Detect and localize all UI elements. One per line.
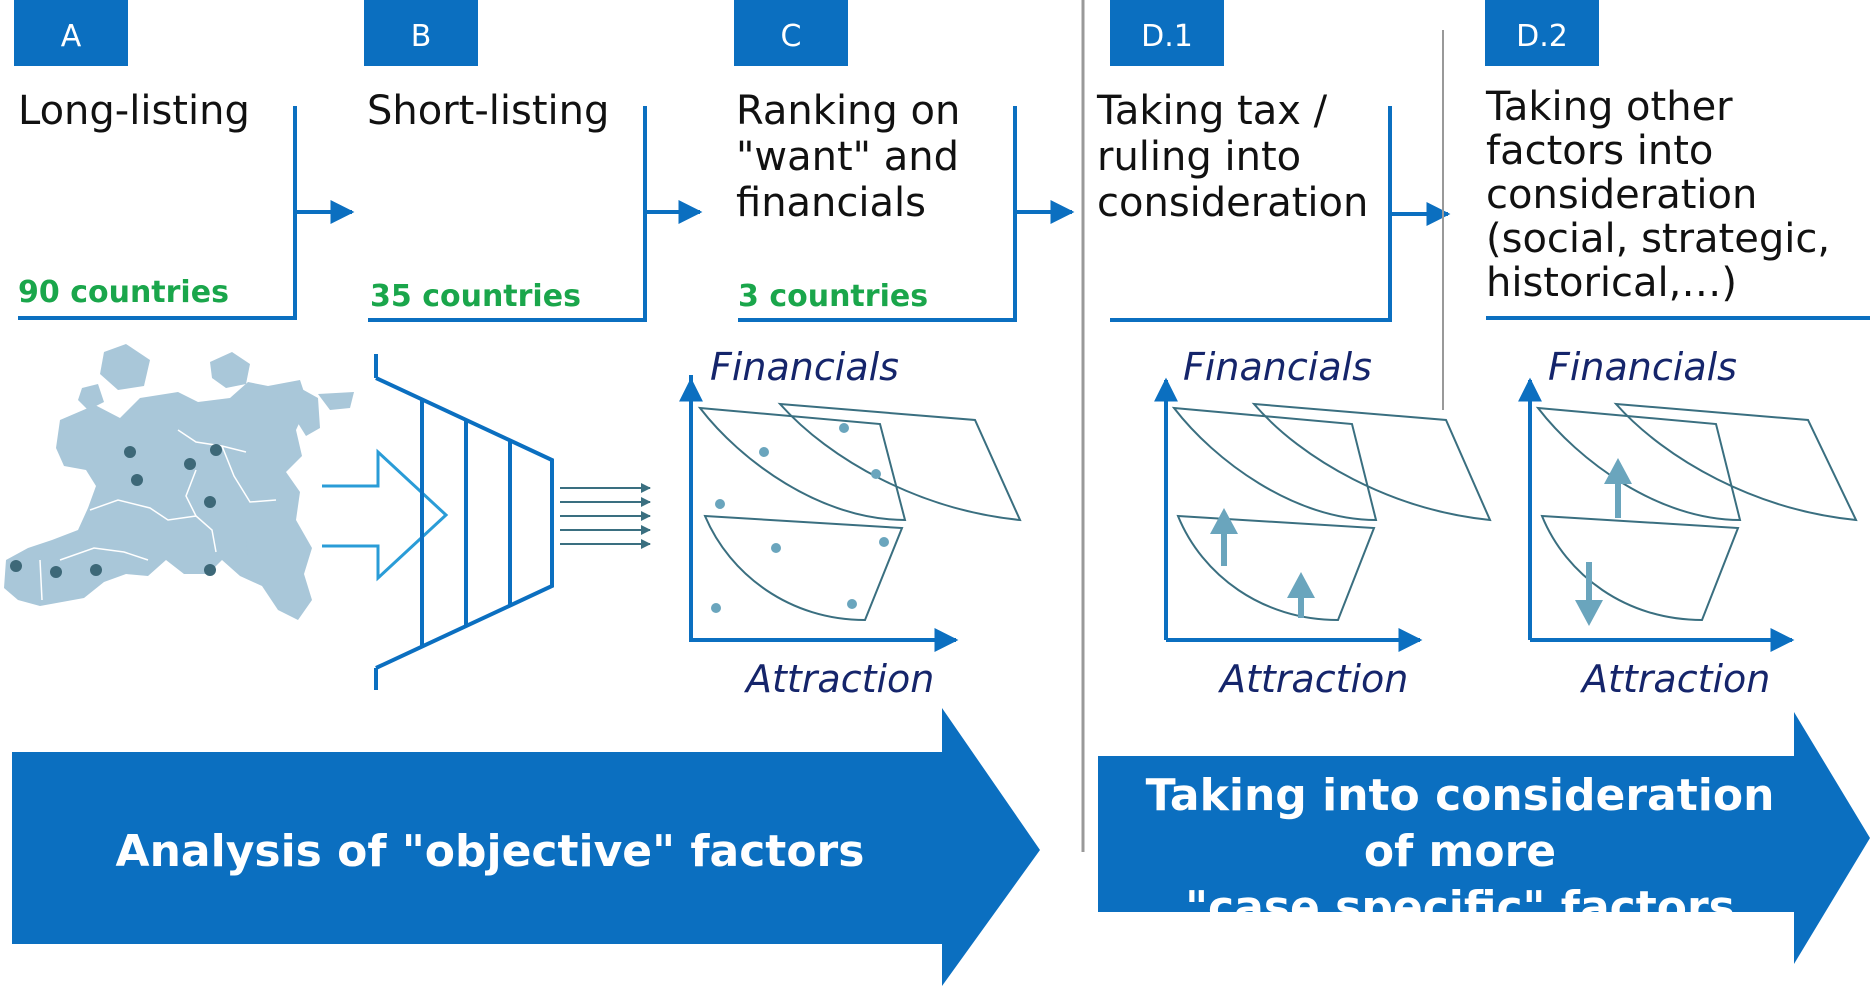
map-dot bbox=[90, 564, 102, 576]
arrow-up-icon bbox=[1604, 458, 1632, 518]
arrow-up-icon bbox=[1210, 508, 1238, 566]
banner-right-text: of more bbox=[1364, 826, 1556, 877]
arrow-up-icon bbox=[1287, 572, 1315, 618]
banner-right-text: Taking into consideration bbox=[1146, 770, 1775, 821]
plot-d2-y-label: Financials bbox=[1548, 345, 1737, 389]
banner-right-text: "case specific" factors bbox=[1185, 882, 1735, 933]
plot-c: Financials Attraction bbox=[679, 345, 1022, 701]
step-c-title-line: Ranking on bbox=[736, 88, 960, 134]
step-d2-title-line: historical,…) bbox=[1486, 260, 1737, 306]
step-a-title: Long-listing bbox=[18, 88, 250, 134]
bracket-d1 bbox=[1110, 106, 1451, 322]
map-dot bbox=[210, 444, 222, 456]
step-b: B bbox=[364, 0, 478, 66]
step-d2-title-line: consideration bbox=[1486, 172, 1757, 218]
map-dot bbox=[124, 446, 136, 458]
step-d1-title-line: consideration bbox=[1097, 180, 1368, 226]
map-dot bbox=[50, 566, 62, 578]
step-d2-label: D.2 bbox=[1516, 19, 1568, 54]
step-c-label: C bbox=[781, 19, 802, 54]
step-b-label: B bbox=[411, 19, 432, 54]
step-d1-title: Taking tax / ruling into consideration bbox=[1096, 88, 1368, 226]
step-d2-title-line: Taking other bbox=[1485, 84, 1733, 130]
plot-point bbox=[715, 499, 725, 509]
step-d1-title-line: ruling into bbox=[1097, 134, 1301, 180]
plot-point bbox=[847, 599, 857, 609]
plot-d1-x-label: Attraction bbox=[1217, 657, 1408, 701]
bracket-a bbox=[18, 106, 355, 320]
bracket-b bbox=[368, 106, 703, 322]
plot-point bbox=[879, 537, 889, 547]
banner-right: Taking into consideration of more "case … bbox=[1098, 712, 1870, 964]
europe-map-icon bbox=[4, 344, 354, 620]
map-dot bbox=[204, 564, 216, 576]
step-c-title-line: financials bbox=[736, 180, 926, 226]
map-dot bbox=[204, 496, 216, 508]
step-d2: D.2 bbox=[1485, 0, 1599, 66]
funnel-filter-icon bbox=[322, 354, 651, 690]
step-a: A bbox=[14, 0, 128, 66]
plot-point bbox=[871, 469, 881, 479]
plot-c-x-label: Attraction bbox=[743, 657, 934, 701]
arrow-down-icon bbox=[1575, 562, 1603, 626]
plot-point bbox=[839, 423, 849, 433]
step-d1: D.1 bbox=[1110, 0, 1224, 66]
step-c-title: Ranking on "want" and financials bbox=[736, 88, 960, 226]
step-b-count: 35 countries bbox=[370, 279, 581, 314]
plot-d1-y-label: Financials bbox=[1183, 345, 1372, 389]
step-d2-title-line: (social, strategic, bbox=[1486, 216, 1830, 262]
map-dot bbox=[10, 560, 22, 572]
plot-c-y-label: Financials bbox=[710, 345, 899, 389]
step-d2-title-line: factors into bbox=[1486, 128, 1713, 174]
step-c-count: 3 countries bbox=[738, 279, 928, 314]
plot-point bbox=[711, 603, 721, 613]
map-dot bbox=[131, 474, 143, 486]
step-a-count: 90 countries bbox=[18, 275, 229, 310]
step-d1-title-line: Taking tax / bbox=[1096, 88, 1328, 134]
step-b-title: Short-listing bbox=[367, 88, 609, 134]
banner-left: Analysis of "objective" factors bbox=[12, 708, 1040, 986]
plot-d2-x-label: Attraction bbox=[1579, 657, 1770, 701]
step-a-label: A bbox=[61, 19, 82, 54]
plot-point bbox=[771, 543, 781, 553]
map-dot bbox=[184, 458, 196, 470]
step-c: C bbox=[734, 0, 848, 66]
step-c-title-line: "want" and bbox=[736, 134, 959, 180]
plot-d2: Financials Attraction bbox=[1518, 345, 1858, 701]
bracket-c bbox=[738, 106, 1075, 322]
plot-point bbox=[759, 447, 769, 457]
step-d1-label: D.1 bbox=[1141, 19, 1193, 54]
plot-d1: Financials Attraction bbox=[1154, 345, 1492, 701]
step-d2-title: Taking other factors into consideration … bbox=[1485, 84, 1830, 306]
banner-left-text: Analysis of "objective" factors bbox=[116, 826, 865, 877]
